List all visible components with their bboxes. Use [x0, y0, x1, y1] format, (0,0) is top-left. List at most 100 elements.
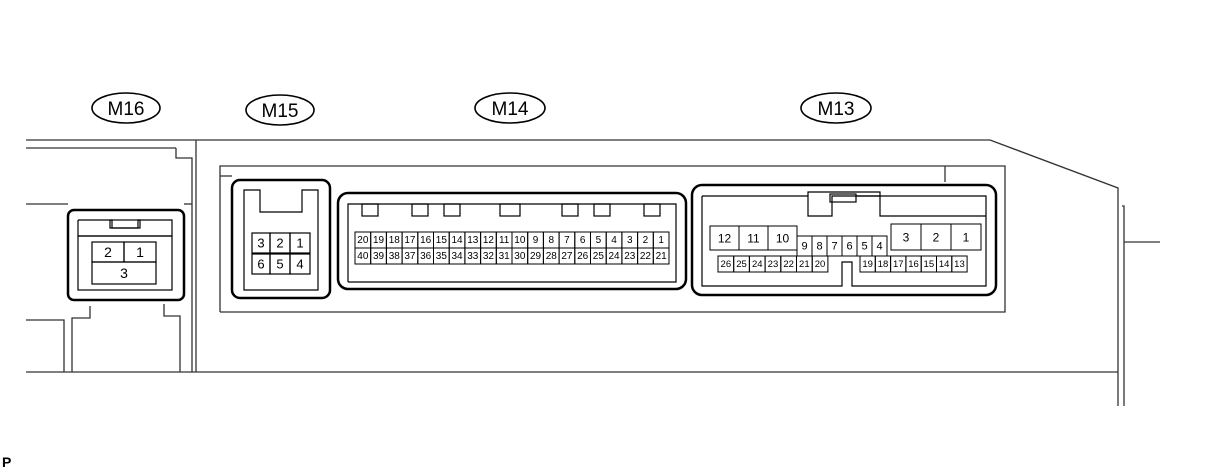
pin-label: 35 — [436, 251, 448, 262]
pin-label: 5 — [596, 235, 602, 246]
pin-cell: 17 — [401, 231, 419, 249]
pin-cell: 34 — [448, 247, 466, 265]
pin-label: 7 — [564, 235, 570, 246]
pin-label: 3 — [627, 235, 633, 246]
pin-label: 2 — [104, 244, 112, 260]
svg-text:M15: M15 — [262, 101, 299, 122]
pin-label: 6 — [846, 241, 852, 253]
pin-label: 3 — [120, 265, 128, 281]
pin-label: 9 — [801, 241, 807, 253]
pin-label: 37 — [404, 251, 416, 262]
pin-cell: 32 — [480, 247, 497, 265]
pin-label: 23 — [624, 251, 636, 262]
pin-label: 1 — [963, 231, 970, 245]
pin-label: 2 — [276, 236, 283, 251]
pin-label: 25 — [593, 251, 605, 262]
pin-label: 26 — [721, 259, 732, 270]
pin-cell: 27 — [558, 247, 576, 265]
pin-cell: 25 — [590, 247, 607, 265]
pin-cell: 20 — [354, 231, 372, 249]
pin-label: 19 — [862, 259, 873, 270]
pin-label: 20 — [815, 259, 826, 270]
pin-label: 11 — [747, 232, 760, 246]
pin-label: 6 — [580, 235, 586, 246]
pin-label: 34 — [451, 251, 463, 262]
latch-notch — [643, 203, 661, 217]
pin-label: 30 — [514, 251, 526, 262]
pin-label: 5 — [861, 241, 867, 253]
pin-label: 29 — [530, 251, 542, 262]
pin-cell: 23 — [621, 247, 639, 265]
connector-label-m13: M13 — [800, 92, 872, 124]
pin-cell: 33 — [464, 247, 482, 265]
pin-label: 13 — [954, 259, 965, 270]
pin-cell: 16 — [417, 231, 434, 249]
pin-label: 6 — [257, 257, 264, 272]
pin-cell: 15 — [433, 231, 450, 249]
pin-label: 38 — [389, 251, 401, 262]
pin-cell: 19 — [370, 231, 387, 249]
pin-label: 2 — [643, 235, 649, 246]
pin-label: 18 — [878, 259, 889, 270]
pin-cell: 13 — [951, 255, 968, 273]
pin-label: 23 — [768, 259, 779, 270]
pin-label: 10 — [514, 235, 526, 246]
pin-label: 17 — [404, 235, 416, 246]
pin-cell: 38 — [385, 247, 403, 265]
pin-cell: 31 — [495, 247, 513, 265]
latch-notch — [593, 203, 611, 217]
pin-label: 32 — [483, 251, 495, 262]
pin-label: 10 — [776, 232, 790, 246]
pin-label: 27 — [561, 251, 573, 262]
connector-label-m16: M16 — [91, 92, 161, 124]
pin-label: 39 — [373, 251, 385, 262]
pin-cell: 22 — [637, 247, 654, 265]
pin-label: 24 — [752, 259, 763, 270]
connector-label-m14: M14 — [474, 92, 546, 124]
pin-label: 36 — [420, 251, 432, 262]
pin-label: 15 — [436, 235, 448, 246]
pin-cell: 1 — [950, 223, 982, 251]
pin-label: 1 — [658, 235, 664, 246]
pin-label: 20 — [357, 235, 369, 246]
latch-notch — [561, 203, 579, 217]
pin-label: 11 — [499, 235, 510, 246]
pin-label: 22 — [640, 251, 652, 262]
pin-cell: 21 — [652, 247, 670, 265]
pin-label: 8 — [816, 241, 822, 253]
pin-cell: 20 — [811, 255, 829, 273]
housing-outline — [26, 139, 1160, 406]
pin-label: 21 — [656, 251, 668, 262]
pin-label: 33 — [467, 251, 479, 262]
pin-label: 12 — [718, 232, 732, 246]
pin-cell: 40 — [354, 247, 372, 265]
pin-cell: 39 — [370, 247, 387, 265]
pin-label: 31 — [499, 251, 511, 262]
pin-cell: 12 — [480, 231, 497, 249]
pin-label: 25 — [736, 259, 747, 270]
latch-notch — [361, 203, 379, 217]
pin-label: 3 — [257, 236, 264, 251]
pin-label: 4 — [876, 241, 882, 253]
pin-cell: 28 — [542, 247, 560, 265]
connector-m16: 2 1 3 — [66, 208, 186, 302]
pin-label: 2 — [933, 231, 940, 245]
svg-text:M13: M13 — [818, 99, 855, 120]
pin-label: 3 — [903, 231, 910, 245]
pin-cell: 24 — [605, 247, 623, 265]
pin-cell: 18 — [385, 231, 403, 249]
pin-label: 26 — [577, 251, 589, 262]
pin-label: 24 — [608, 251, 620, 262]
pin-label: 28 — [546, 251, 558, 262]
svg-text:M14: M14 — [492, 99, 529, 120]
connector-label-m15: M15 — [245, 94, 315, 126]
m14-latch-row — [361, 203, 661, 217]
pin-label: 5 — [276, 257, 283, 272]
pin-label: 9 — [533, 235, 539, 246]
corner-mark: P — [2, 454, 12, 470]
